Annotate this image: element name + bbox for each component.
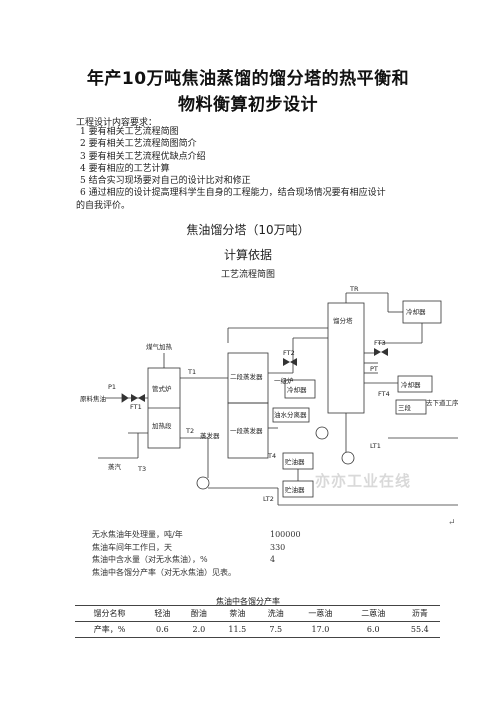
requirement-item: 4 要有相应的工艺计算 [80,163,170,174]
pump-icon [196,476,210,490]
label-separator: 油水分离器 [274,410,307,419]
table-caption: 焦油中各馏分产率 [216,597,280,606]
label-three: 三段 [398,403,412,412]
label-heating: 加热段 [152,421,172,430]
label-tube-furnace: 管式炉 [152,384,172,393]
doc-title-line2: 物料衡算初步设计 [178,95,318,115]
table-cell: 7.5 [257,621,295,638]
table-cell: 0.6 [144,621,181,638]
table-cell: 17.0 [294,621,347,638]
requirement-item: 3 要有相关工艺流程优缺点介绍 [80,151,206,162]
label-ft3: FT3 [374,339,386,347]
table-header-cell: 酚油 [180,605,218,622]
table-row: 产率，% 0.6 2.0 11.5 7.5 17.0 6.0 55.4 [75,621,440,638]
valve-icon [374,348,381,356]
section-heading: 焦油馏分塔（10万吨） [186,223,310,237]
label-t2: T2 [185,427,194,435]
label-main-column: 馏分塔 [333,316,353,325]
valve-icon [290,358,297,366]
valve-icon [283,358,290,366]
label-lt2: LT2 [263,495,274,503]
table-header-cell: 一蒽油 [294,605,347,622]
label-ft1: FT1 [130,403,142,411]
valve-icon [131,394,138,402]
label-steam: 蒸汽 [108,462,122,471]
label-cond1: 一级炉 [274,376,294,385]
requirement-item: 2 要有相关工艺流程简图简介 [80,139,197,150]
table-header-cell: 馏分名称 [75,605,145,622]
param-row: 焦油中含水量（对无水焦油），%4 [92,555,276,564]
table-cell: 11.5 [217,621,258,638]
label-pt: PT [370,365,378,373]
label-pump1: P1 [108,383,116,391]
label-steam-top: 煤气加热 [146,342,173,351]
label-cooler1: 冷却器 [287,385,307,394]
valve-icon [138,394,145,402]
label-tank2: 贮油器 [285,485,305,494]
label-flash: 蒸发器 [200,431,220,440]
label-col1-top: 二段蒸发器 [230,372,263,381]
table-header-cell: 洗油 [257,605,295,622]
table-header-cell: 萘油 [217,605,258,622]
pump-icon [341,451,355,465]
requirements-list: 1 要有相关工艺流程简图 2 要有相关工艺流程简图简介 3 要有相关工艺流程优缺… [76,126,386,212]
label-t1: T1 [187,368,196,376]
label-hx1: 冷却器 [406,307,426,316]
label-ft2: FT2 [283,349,295,357]
yield-table: 馏分名称 轻油 酚油 萘油 洗油 一蒽油 二蒽油 沥青 产率，% 0.6 2.0… [75,605,440,638]
table-header-row: 馏分名称 轻油 酚油 萘油 洗油 一蒽油 二蒽油 沥青 [75,605,440,622]
table-header-cell: 轻油 [144,605,181,622]
valve-icon [381,348,388,356]
calc-basis-heading: 计算依据 [223,248,272,262]
label-feed: 原料焦油 [80,394,106,403]
label-t4: T4 [267,452,276,460]
return-mark-icon: ↵ [448,518,456,528]
label-tr: TR [349,285,359,293]
requirement-item: 1 要有相关工艺流程简图 [80,127,179,137]
label-hx2: 冷却器 [401,380,421,389]
requirement-continuation: 的自我评价。 [76,200,131,211]
table-cell: 2.0 [180,621,218,638]
requirements-heading: 工程设计内容要求： [76,118,158,128]
table-cell: 产率，% [75,621,145,638]
params-note: 焦油中各馏分产率（对无水焦油）见表。 [92,567,236,577]
doc-title-line1: 年产10万吨焦油蒸馏的馏分塔的热平衡和 [86,69,410,89]
watermark: 亦亦工业在线 [315,472,412,490]
requirement-item: 5 结合实习现场要对自己的设计比对和修正 [80,176,251,187]
requirement-item: 6 通过相应的设计提高理科学生自身的工程能力，结合现场情况要有相应设计 [80,188,386,199]
table-header-cell: 沥青 [399,605,440,622]
flow-diagram-title: 工艺流程简图 [220,270,275,280]
process-flow-diagram: 原料焦油 P1 FT1 管式炉 加热段 煤气加热 T1 T2 T3 T4 二段蒸… [80,285,458,506]
pump-icon [315,426,329,440]
label-lt1: LT1 [370,442,381,450]
label-col1-bot: 一段蒸发器 [230,426,263,435]
label-out: 去下道工序 [426,398,458,407]
label-tank1: 贮油器 [285,457,305,466]
table-cell: 6.0 [346,621,400,638]
table-header-cell: 二蒽油 [346,605,400,622]
label-ft4: FT4 [378,390,390,398]
table-cell: 55.4 [399,621,440,638]
label-t3: T3 [137,465,146,473]
